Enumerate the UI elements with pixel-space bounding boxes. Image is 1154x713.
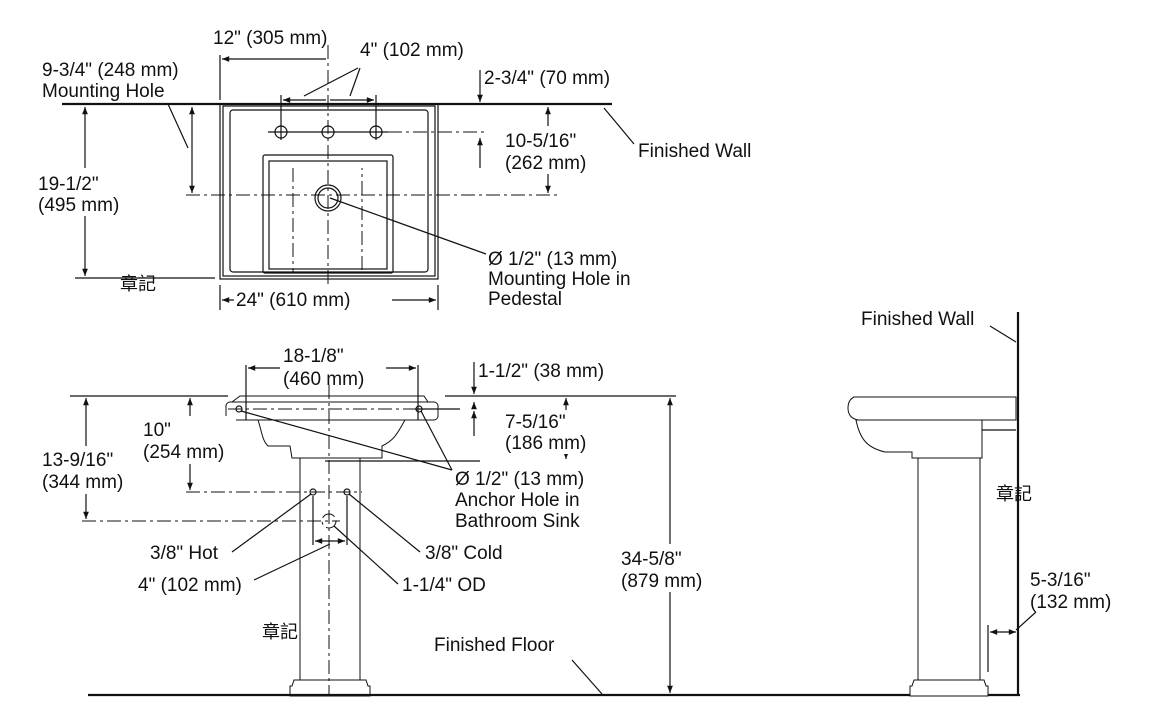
base-setback-label-2: (132 mm) [1030,592,1111,613]
anchor-drop-label-2: (186 mm) [505,433,586,454]
side-sink-rim [847,396,1017,421]
side-pedestal [917,457,981,681]
hole-depth-label-2: (262 mm) [505,153,586,174]
mount-hole-label: Mounting Hole [42,81,165,102]
sink-outline [219,103,439,280]
height-label-1: 34-5/8" [621,549,682,570]
anchor-drop-label-1: 7-5/16" [505,412,566,433]
mark-text: 章記 [262,622,298,643]
hole-depth-label-1: 10-5/16" [505,131,576,152]
anchor-hole-label-1: Ø 1/2" (13 mm) [455,469,584,490]
od-label: 1-1/4" OD [402,575,486,596]
width-12-label: 12" (305 mm) [213,28,327,49]
supply-height-label-2: (254 mm) [143,442,224,463]
depth-label-2: (495 mm) [38,195,119,216]
anchor-span-label-1: 18-1/8" [283,346,344,367]
spacing-4-label: 4" (102 mm) [360,40,464,61]
drain-height-label-2: (344 mm) [42,472,123,493]
pedestal-hole-label-3: Pedestal [488,289,562,310]
base-setback-label-1: 5-3/16" [1030,570,1091,591]
hot-label: 3/8" Hot [150,543,219,564]
mark-text: 章記 [996,484,1032,505]
drain-outlet [321,513,337,529]
mark-text: 章記 [120,274,156,295]
anchor-hole-label-3: Bathroom Sink [455,511,580,532]
drain-hole [314,184,342,212]
front-view: 18-1/8" (460 mm) 1-1/2" (38 mm) 7-5/16" … [40,346,1020,697]
cold-label: 3/8" Cold [425,543,503,564]
height-label-2: (879 mm) [621,571,702,592]
anchor-span-label-2: (460 mm) [283,369,364,390]
finished-wall-label: Finished Wall [638,141,751,162]
pedestal-hole-label-2: Mounting Hole in [488,269,631,290]
mount-hole-dim: 9-3/4" (248 mm) [42,60,179,81]
anchor-hole [415,405,423,413]
finished-floor-label: Finished Floor [434,635,555,656]
side-sink-bowl [855,419,983,459]
pedestal [299,457,361,681]
anchor-hole [235,405,243,413]
supply-height-label-1: 10" [143,420,171,441]
width-24-label: 24" (610 mm) [236,290,350,311]
supply-spacing-label: 4" (102 mm) [138,575,242,596]
depth-label-1: 19-1/2" [38,174,99,195]
sink-rim [225,401,439,421]
top-view: 12" (305 mm) 4" (102 mm) 9-3/4" (248 mm)… [36,28,751,311]
sink-bowl [257,419,406,459]
hot-supply [309,488,317,496]
rim-label: 1-1/2" (38 mm) [478,361,604,382]
setback-label: 2-3/4" (70 mm) [484,68,610,89]
pedestal-base [289,679,371,697]
side-pedestal-base [909,679,989,697]
side-view: 5-3/16" (132 mm) Finished Wall 章記 [847,309,1111,697]
drain-height-label-1: 13-9/16" [42,450,113,471]
pedestal-hole-label-1: Ø 1/2" (13 mm) [488,249,617,270]
side-finished-wall-label: Finished Wall [861,309,974,330]
anchor-hole-label-2: Anchor Hole in [455,490,580,511]
cold-supply [343,488,351,496]
